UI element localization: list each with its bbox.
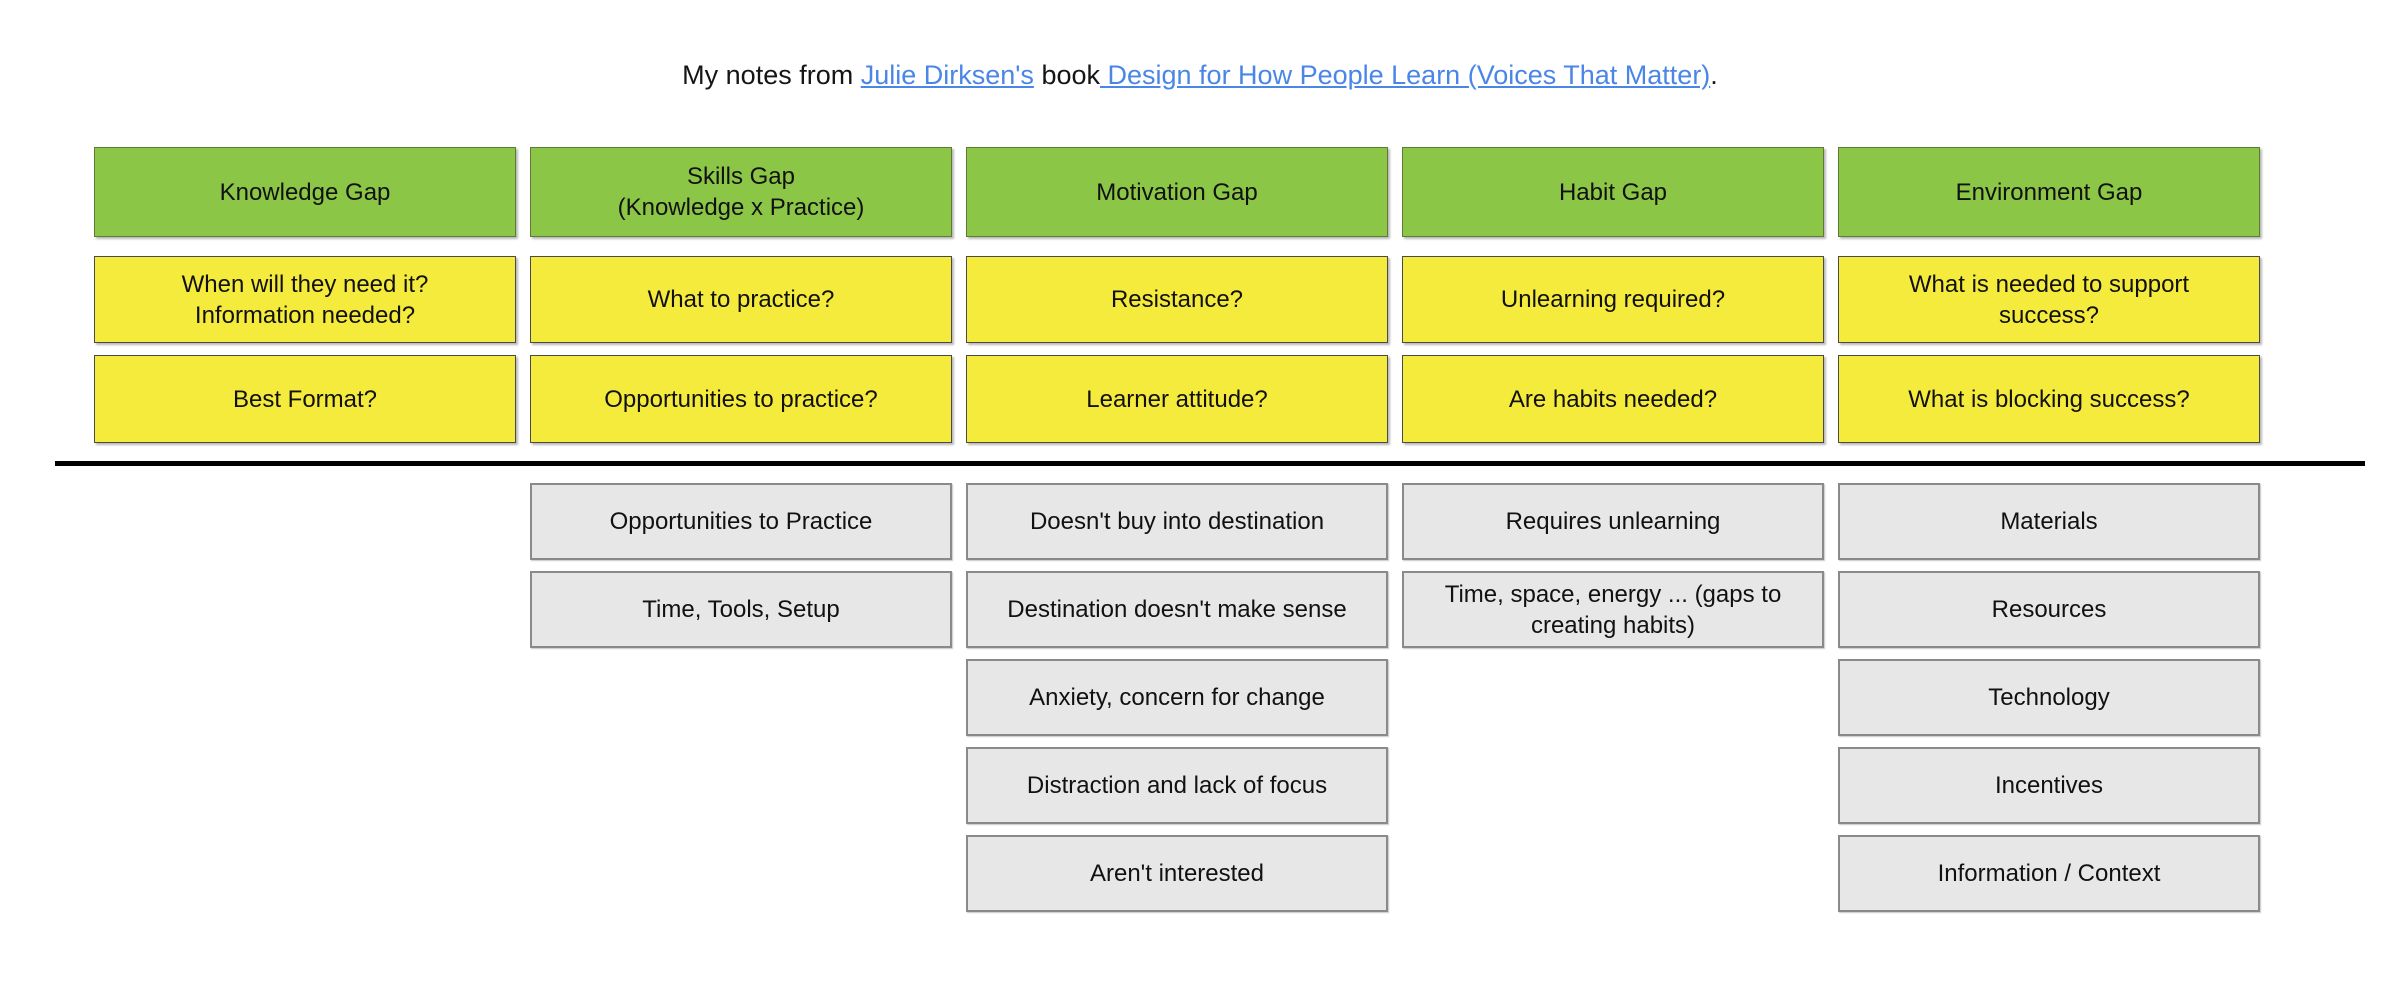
cause-box: Doesn't buy into destination [966,483,1388,560]
title-text-suffix: . [1710,60,1718,90]
cause-box: Distraction and lack of focus [966,747,1388,824]
question-box: When will they need it? Information need… [94,256,516,343]
title-text-middle: book [1033,60,1100,90]
column-motivation-gap-items: Doesn't buy into destination Destination… [966,483,1388,923]
question-box: Opportunities to practice? [530,355,952,443]
question-box: What is blocking success? [1838,355,2260,443]
cause-box: Requires unlearning [1402,483,1824,560]
page-title: My notes from Julie Dirksen's book Desig… [0,58,2400,92]
author-link[interactable]: Julie Dirksen's [860,60,1034,90]
book-link[interactable]: Design for How People Learn (Voices That… [1100,60,1711,90]
question-box: What to practice? [530,256,952,343]
column-skills-gap: Skills Gap (Knowledge x Practice) What t… [530,147,952,443]
column-environment-gap-items: Materials Resources Technology Incentive… [1838,483,2260,923]
cause-box: Materials [1838,483,2260,560]
cause-box: Destination doesn't make sense [966,571,1388,648]
header-box: Motivation Gap [966,147,1388,237]
cause-box: Time, Tools, Setup [530,571,952,648]
header-box: Environment Gap [1838,147,2260,237]
cause-box: Incentives [1838,747,2260,824]
column-knowledge-gap-items [94,483,516,923]
column-environment-gap: Environment Gap What is needed to suppor… [1838,147,2260,443]
gaps-bottom-grid: Opportunities to Practice Time, Tools, S… [94,483,2260,923]
cause-box: Anxiety, concern for change [966,659,1388,736]
header-box: Knowledge Gap [94,147,516,237]
cause-box: Technology [1838,659,2260,736]
cause-box: Aren't interested [966,835,1388,912]
section-divider-line [55,461,2365,466]
gaps-top-grid: Knowledge Gap When will they need it? In… [94,147,2260,443]
column-skills-gap-items: Opportunities to Practice Time, Tools, S… [530,483,952,923]
question-box: Learner attitude? [966,355,1388,443]
title-text-prefix: My notes from [682,60,861,90]
cause-box: Resources [1838,571,2260,648]
cause-box: Opportunities to Practice [530,483,952,560]
column-knowledge-gap: Knowledge Gap When will they need it? In… [94,147,516,443]
question-box: What is needed to support success? [1838,256,2260,343]
question-box: Resistance? [966,256,1388,343]
cause-box: Time, space, energy ... (gaps to creatin… [1402,571,1824,648]
cause-box: Information / Context [1838,835,2260,912]
header-box: Habit Gap [1402,147,1824,237]
question-box: Best Format? [94,355,516,443]
column-habit-gap: Habit Gap Unlearning required? Are habit… [1402,147,1824,443]
question-box: Are habits needed? [1402,355,1824,443]
question-box: Unlearning required? [1402,256,1824,343]
column-habit-gap-items: Requires unlearning Time, space, energy … [1402,483,1824,923]
header-box: Skills Gap (Knowledge x Practice) [530,147,952,237]
column-motivation-gap: Motivation Gap Resistance? Learner attit… [966,147,1388,443]
